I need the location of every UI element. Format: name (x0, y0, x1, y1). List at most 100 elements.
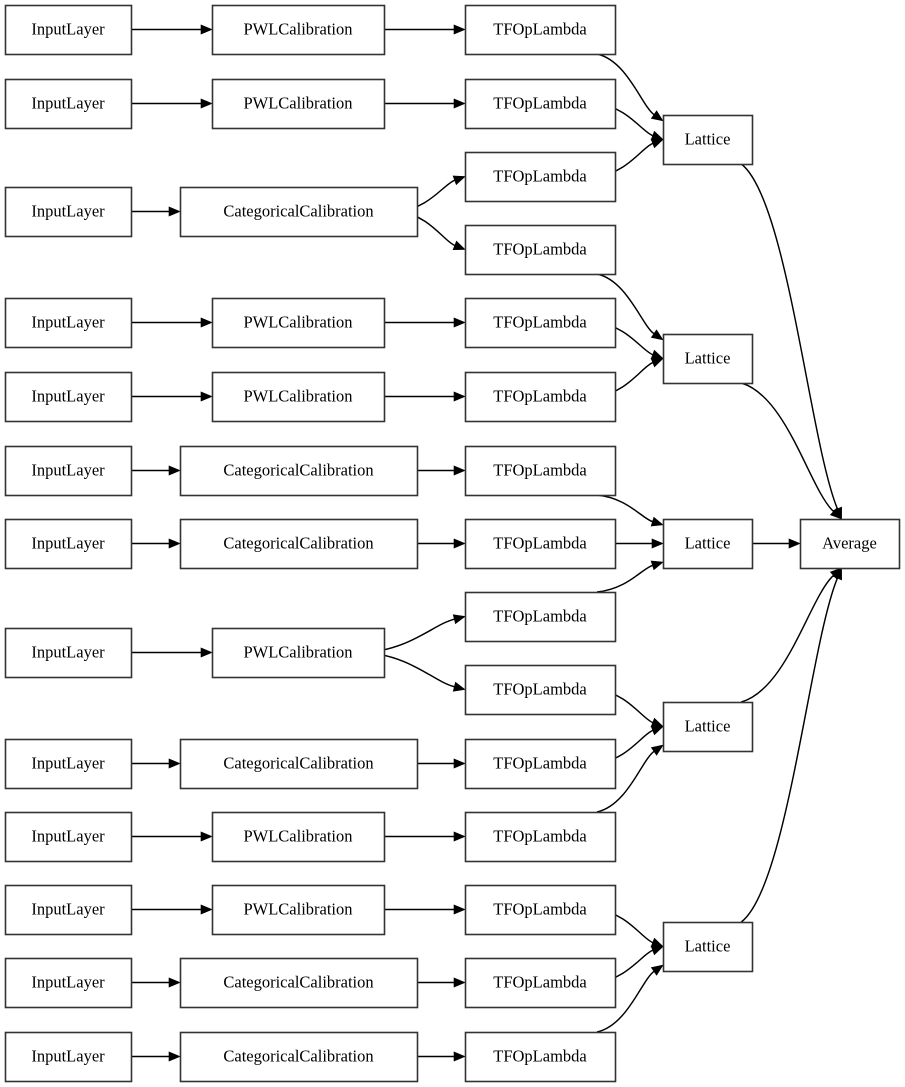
node-input-layer-in0[interactable]: InputLayer (4, 4, 133, 56)
node-tfop-lambda-lam2[interactable]: TFOpLambda (464, 151, 617, 203)
node-pwlcalibration-cal9[interactable]: PWLCalibration (211, 811, 386, 863)
node-categorical-calibration-cal11[interactable]: CategoricalCalibration (179, 957, 419, 1009)
node-label: Lattice (685, 129, 731, 148)
node-input-layer-in4[interactable]: InputLayer (4, 371, 133, 423)
node-box (464, 591, 617, 643)
node-tfop-lambda-lam3[interactable]: TFOpLambda (464, 224, 617, 276)
node-label: PWLCalibration (243, 312, 352, 331)
node-tfop-lambda-lam0[interactable]: TFOpLambda (464, 4, 617, 56)
node-label: TFOpLambda (493, 606, 587, 625)
node-box (4, 884, 133, 936)
node-box (4, 1031, 133, 1083)
node-tfop-lambda-lam6[interactable]: TFOpLambda (464, 445, 617, 497)
node-label: InputLayer (31, 753, 105, 772)
node-lattice-lat2[interactable]: Lattice (662, 518, 754, 570)
node-tfop-lambda-lam5[interactable]: TFOpLambda (464, 371, 617, 423)
node-input-layer-in10[interactable]: InputLayer (4, 884, 133, 936)
node-categorical-calibration-cal12[interactable]: CategoricalCalibration (179, 1031, 419, 1083)
node-categorical-calibration-cal6[interactable]: CategoricalCalibration (179, 518, 419, 570)
node-average-avg[interactable]: Average (799, 518, 901, 570)
node-categorical-calibration-cal5[interactable]: CategoricalCalibration (179, 445, 419, 497)
node-tfop-lambda-lam1[interactable]: TFOpLambda (464, 78, 617, 130)
node-input-layer-in6[interactable]: InputLayer (4, 518, 133, 570)
node-pwlcalibration-cal7[interactable]: PWLCalibration (211, 627, 386, 679)
node-lattice-lat3[interactable]: Lattice (662, 701, 754, 753)
node-tfop-lambda-lam8[interactable]: TFOpLambda (464, 591, 617, 643)
arrowhead-lam2-to-lat0 (650, 138, 664, 149)
node-box (464, 884, 617, 936)
node-box (4, 811, 133, 863)
node-categorical-calibration-cal8[interactable]: CategoricalCalibration (179, 738, 419, 790)
edge-layer (131, 24, 843, 1062)
node-pwlcalibration-cal10[interactable]: PWLCalibration (211, 884, 386, 936)
arrowhead-lam3-to-lat1 (650, 329, 664, 341)
node-input-layer-in5[interactable]: InputLayer (4, 445, 133, 497)
node-label: TFOpLambda (493, 679, 587, 698)
node-input-layer-in9[interactable]: InputLayer (4, 811, 133, 863)
node-tfop-lambda-lam4[interactable]: TFOpLambda (464, 297, 617, 349)
node-box (464, 297, 617, 349)
node-input-layer-in11[interactable]: InputLayer (4, 957, 133, 1009)
node-label: InputLayer (31, 460, 105, 479)
node-tfop-lambda-lam14[interactable]: TFOpLambda (464, 1031, 617, 1083)
node-box (4, 371, 133, 423)
arrowhead-lat2-to-avg (788, 538, 801, 549)
node-input-layer-in1[interactable]: InputLayer (4, 78, 133, 130)
arrowhead-in1-to-cal1 (200, 98, 213, 109)
node-pwlcalibration-cal0[interactable]: PWLCalibration (211, 4, 386, 56)
node-lattice-lat4[interactable]: Lattice (662, 921, 754, 973)
node-input-layer-in2[interactable]: InputLayer (4, 186, 133, 238)
node-label: Lattice (685, 716, 731, 735)
node-box (464, 664, 617, 716)
node-box (179, 518, 419, 570)
node-box (211, 884, 386, 936)
arrowhead-cal6-to-lam7 (453, 538, 466, 549)
node-input-layer-in12[interactable]: InputLayer (4, 1031, 133, 1083)
node-box (464, 224, 617, 276)
node-box (464, 1031, 617, 1083)
arrowhead-in10-to-cal10 (200, 904, 213, 915)
node-box (4, 957, 133, 1009)
node-tfop-lambda-lam7[interactable]: TFOpLambda (464, 518, 617, 570)
node-box (211, 811, 386, 863)
edge-lam14-to-lat4 (596, 970, 655, 1033)
node-box (4, 78, 133, 130)
node-input-layer-in3[interactable]: InputLayer (4, 297, 133, 349)
node-input-layer-in7[interactable]: InputLayer (4, 627, 133, 679)
arrowhead-cal3-to-lam4 (453, 317, 466, 328)
arrowhead-lam11-to-lat3 (650, 744, 664, 756)
node-tfop-lambda-lam12[interactable]: TFOpLambda (464, 884, 617, 936)
node-tfop-lambda-lam10[interactable]: TFOpLambda (464, 738, 617, 790)
node-tfop-lambda-lam11[interactable]: TFOpLambda (464, 811, 617, 863)
node-pwlcalibration-cal1[interactable]: PWLCalibration (211, 78, 386, 130)
arrowhead-cal10-to-lam12 (453, 904, 466, 915)
node-box (662, 333, 754, 385)
node-pwlcalibration-cal4[interactable]: PWLCalibration (211, 371, 386, 423)
node-label: InputLayer (31, 1046, 105, 1065)
arrowhead-lam4-to-lat1 (650, 349, 664, 360)
node-label: Lattice (685, 348, 731, 367)
node-input-layer-in8[interactable]: InputLayer (4, 738, 133, 790)
arrowhead-lam10-to-lat3 (650, 725, 664, 736)
node-tfop-lambda-lam9[interactable]: TFOpLambda (464, 664, 617, 716)
node-pwlcalibration-cal3[interactable]: PWLCalibration (211, 297, 386, 349)
arrowhead-in5-to-cal5 (168, 465, 181, 476)
node-label: InputLayer (31, 201, 105, 220)
arrowhead-lam6-to-lat2 (650, 516, 664, 527)
node-box (799, 518, 901, 570)
arrowhead-in7-to-cal7 (200, 647, 213, 658)
arrowhead-in0-to-cal0 (200, 24, 213, 35)
node-label: PWLCalibration (243, 19, 352, 38)
node-tfop-lambda-lam13[interactable]: TFOpLambda (464, 957, 617, 1009)
node-label: InputLayer (31, 972, 105, 991)
node-categorical-calibration-cal2[interactable]: CategoricalCalibration (179, 186, 419, 238)
node-lattice-lat1[interactable]: Lattice (662, 333, 754, 385)
node-box (464, 811, 617, 863)
node-box (211, 78, 386, 130)
edge-lat0-to-avg (740, 163, 839, 510)
edge-lat1-to-avg (741, 382, 835, 513)
node-label: CategoricalCalibration (223, 533, 373, 552)
node-box (4, 445, 133, 497)
node-lattice-lat0[interactable]: Lattice (662, 114, 754, 166)
